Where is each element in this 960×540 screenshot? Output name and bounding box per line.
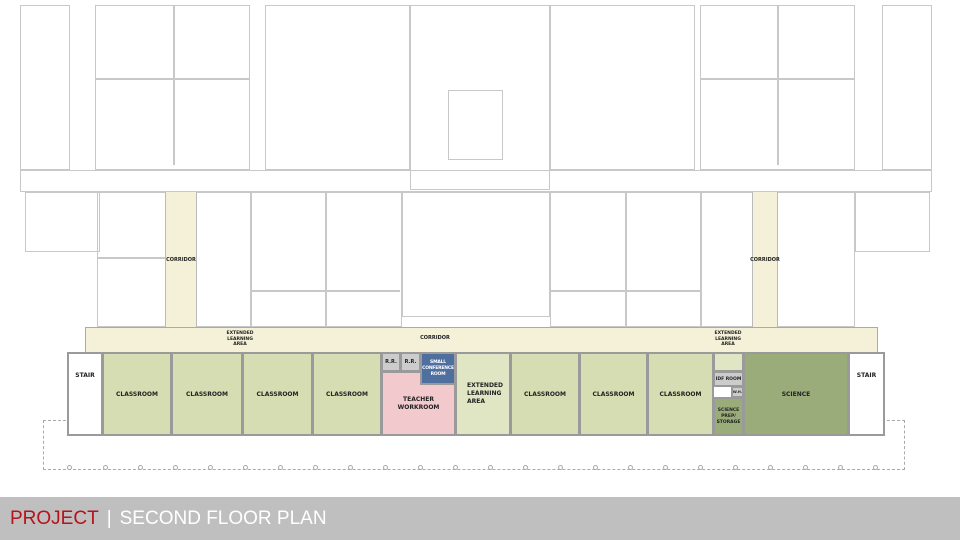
separator: | (106, 507, 112, 529)
classroom-4: CLASSROOM (312, 352, 382, 436)
main-corridor-label: CORRIDOR (420, 335, 450, 341)
corridor-label: CORRIDOR (750, 257, 780, 263)
corridor-label: CORRIDOR (166, 257, 196, 263)
slide-footer: PROJECT | SECOND FLOOR PLAN (0, 497, 960, 540)
classroom-5: CLASSROOM (510, 352, 580, 436)
main-corridor (85, 327, 878, 354)
corridor-vertical-left: CORRIDOR (165, 192, 197, 329)
classroom-7: CLASSROOM (647, 352, 714, 436)
idf-room: IDF ROOM (713, 371, 744, 387)
classroom-1: CLASSROOM (102, 352, 172, 436)
small-conference-room: SMALL CONFERENCE ROOM (420, 352, 456, 385)
classroom-3: CLASSROOM (242, 352, 313, 436)
corridor-vertical-right: CORRIDOR (750, 192, 780, 329)
extended-learning-left-label: EXTENDED LEARNING AREA (226, 331, 254, 347)
classroom-2: CLASSROOM (171, 352, 243, 436)
stair-right: STAIR (848, 352, 885, 436)
classroom-6: CLASSROOM (579, 352, 648, 436)
extended-learning-nook (713, 352, 744, 372)
project-label: PROJECT (10, 507, 99, 529)
restroom-1: R.R. (381, 352, 401, 372)
restroom-2: R.R. (400, 352, 421, 372)
science-room: SCIENCE (743, 352, 849, 436)
extended-learning-right-label: EXTENDED LEARNING AREA (714, 331, 742, 347)
stair-left: STAIR (67, 352, 103, 436)
extended-learning-area: EXTENDED LEARNING AREA (455, 352, 511, 436)
slide-title: SECOND FLOOR PLAN (119, 507, 327, 529)
science-prep-storage: SCIENCE PREP/ STORAGE (713, 397, 744, 436)
